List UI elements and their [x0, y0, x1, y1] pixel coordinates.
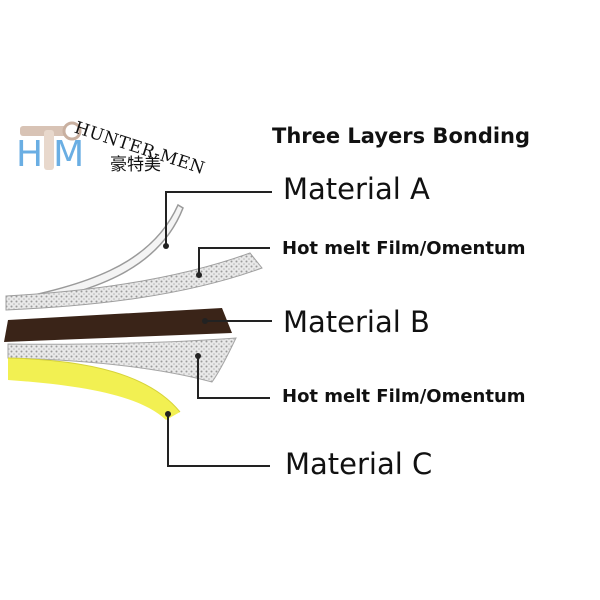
leader-film-bottom [197, 356, 270, 399]
label-film-top: Hot melt Film/Omentum [282, 238, 526, 259]
leader-material-c [167, 414, 270, 467]
label-material-c: Material C [285, 447, 433, 481]
label-film-bottom: Hot melt Film/Omentum [282, 386, 526, 407]
hm-logo-icon [20, 121, 82, 170]
leader-material-a [165, 191, 272, 246]
film-bottom-layer [7, 337, 237, 383]
label-material-a: Material A [283, 172, 430, 206]
logo-letters: HM [16, 134, 95, 175]
film-top-layer [5, 252, 263, 311]
leader-film-top [198, 247, 270, 275]
logo-chinese-name: 豪特美 [110, 155, 161, 175]
logo: HM HUNTER-MEN 豪特美 [12, 112, 212, 184]
label-material-b: Material B [283, 305, 430, 339]
diagram-title: Three Layers Bonding [272, 124, 531, 148]
material-c-layer [8, 358, 180, 420]
material-b-layer [4, 308, 232, 342]
